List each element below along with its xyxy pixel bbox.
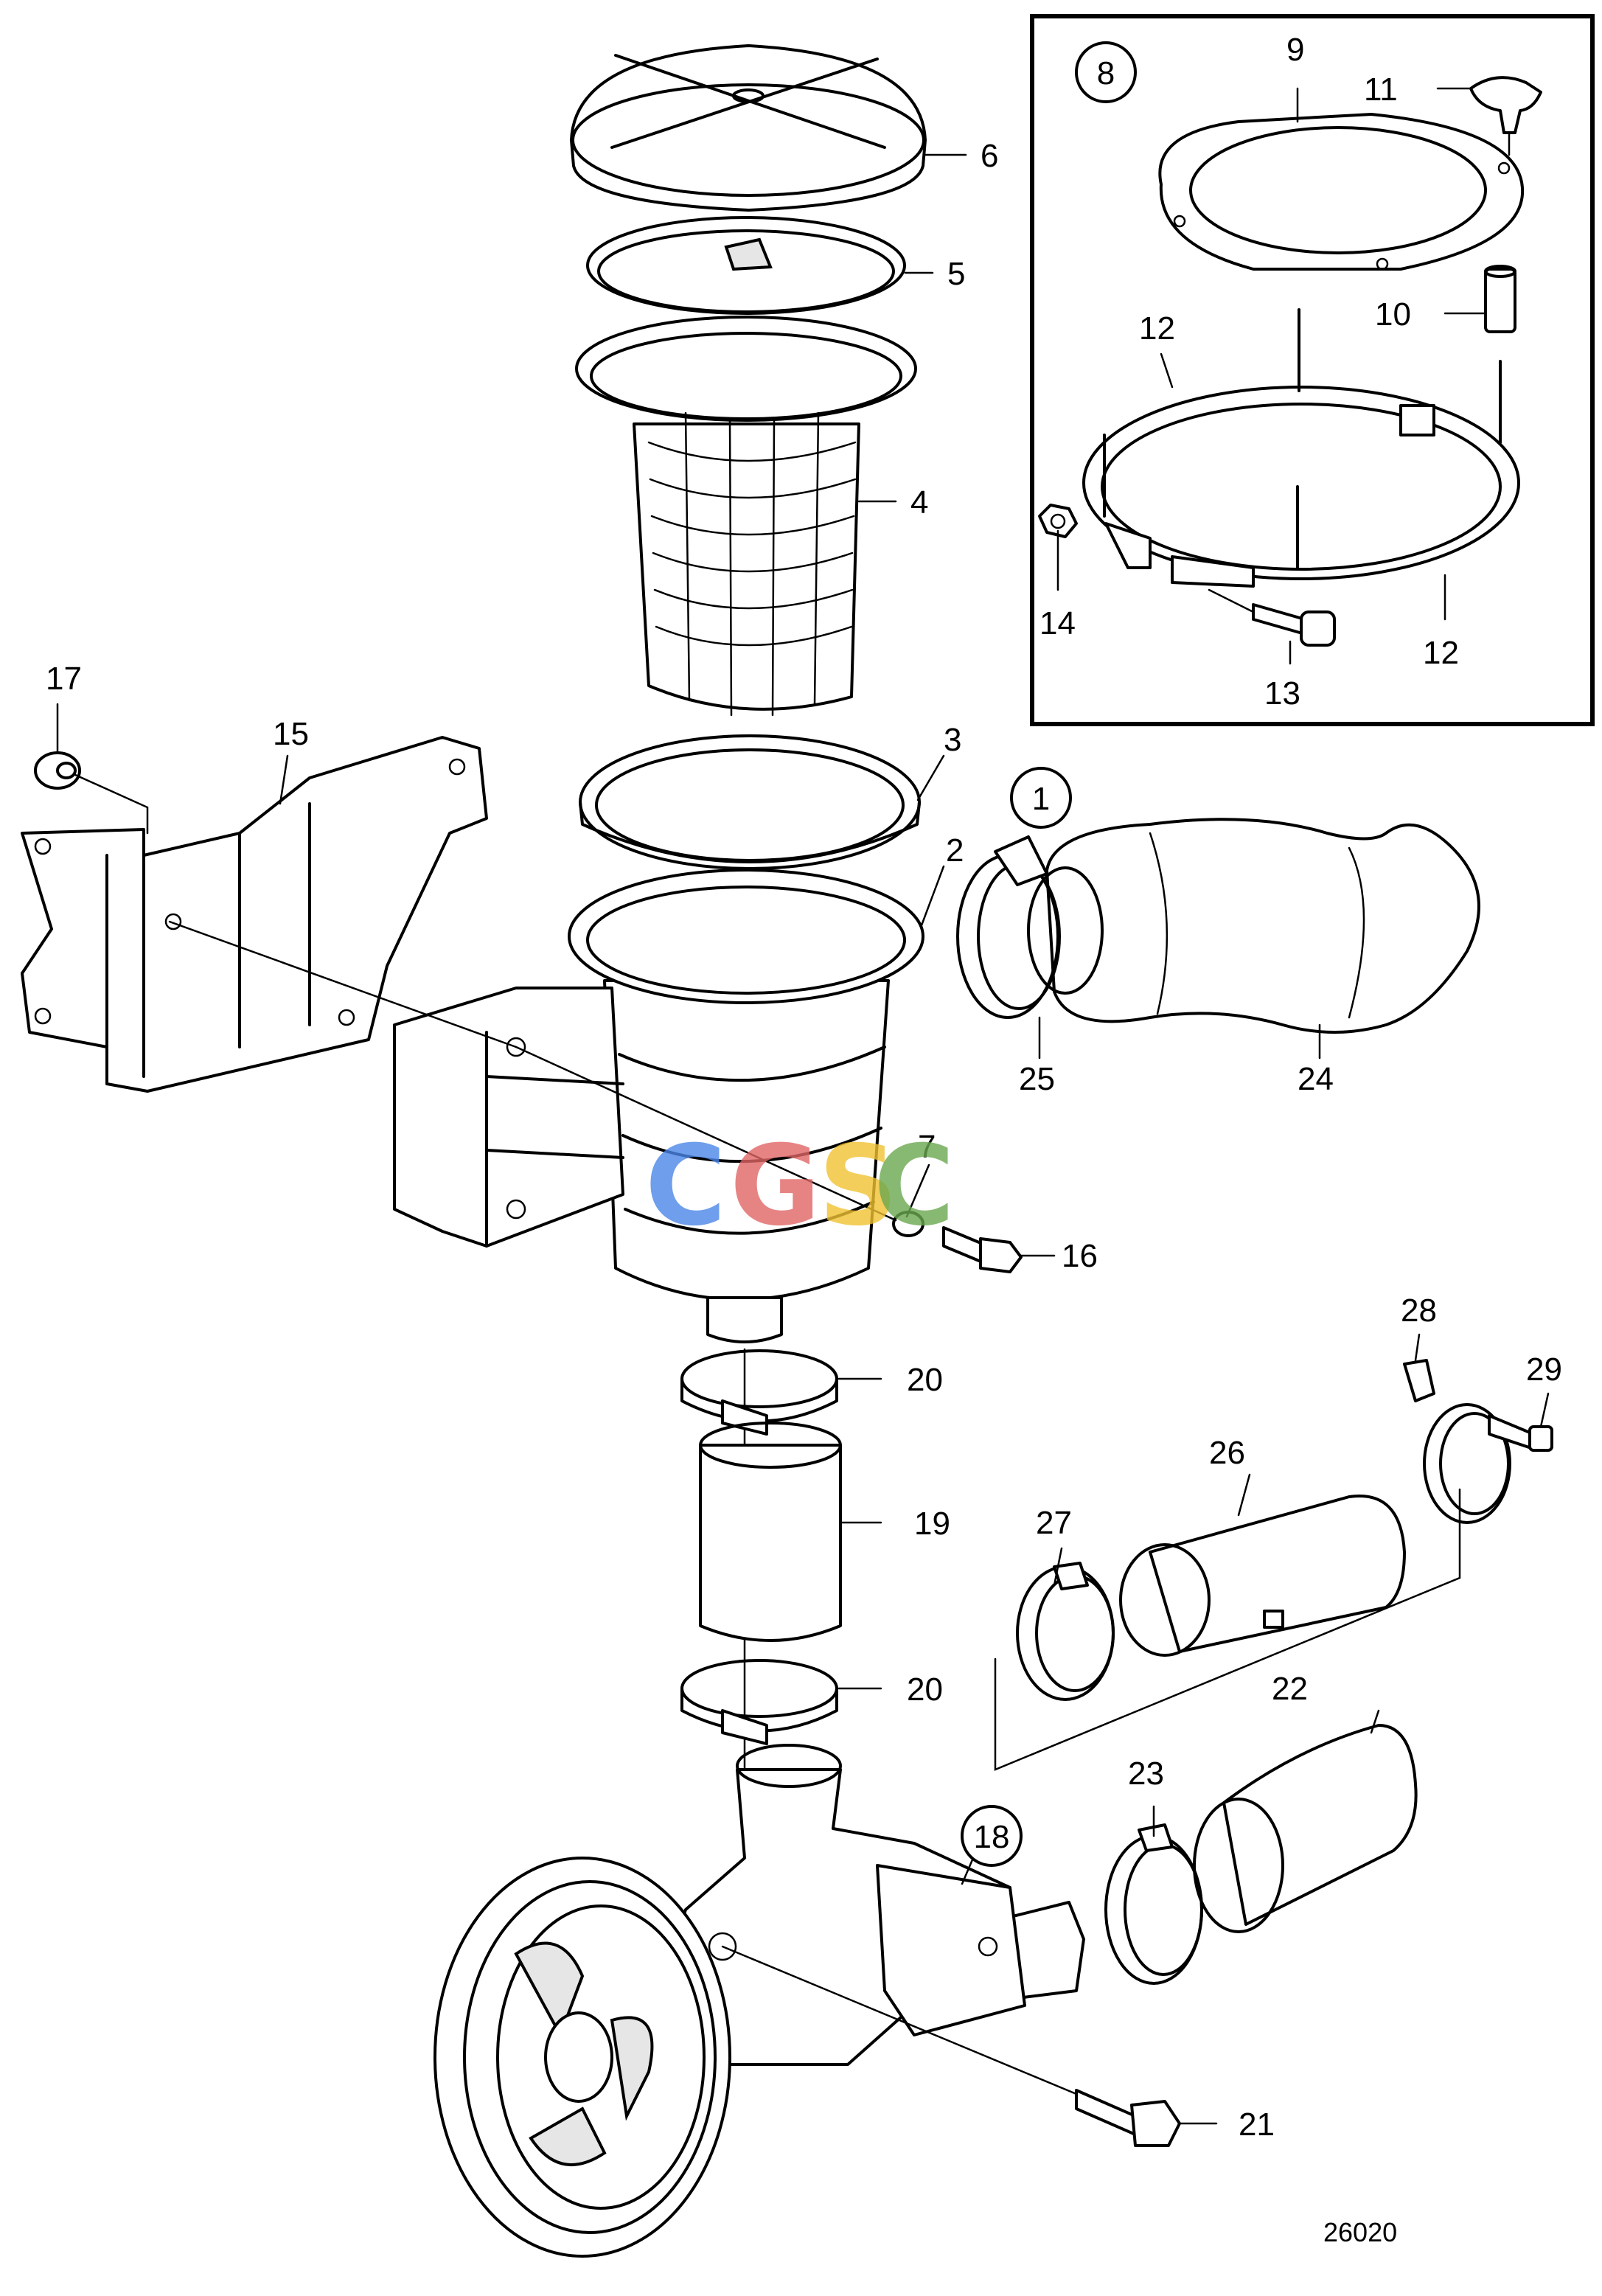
label-25: 25 bbox=[1019, 1061, 1055, 1097]
label-4: 4 bbox=[910, 484, 928, 521]
group-bracket-drawing bbox=[994, 1488, 1461, 1771]
watermark: C G S C bbox=[645, 1122, 955, 1250]
clamp-20a-drawing bbox=[680, 1349, 838, 1436]
watermark-c2: C bbox=[874, 1122, 955, 1250]
clamp-23-drawing bbox=[1104, 1823, 1203, 1985]
washer-17-drawing bbox=[34, 751, 149, 835]
label-26: 26 bbox=[1209, 1435, 1245, 1471]
leader-lines bbox=[56, 87, 1550, 2125]
badge-8-text: 8 bbox=[1097, 55, 1115, 91]
label-12b: 12 bbox=[1423, 635, 1459, 671]
bolt-13-drawing bbox=[1208, 588, 1336, 647]
label-5: 5 bbox=[947, 256, 965, 292]
bolt-16-drawing bbox=[168, 920, 1023, 1273]
label-23: 23 bbox=[1128, 1756, 1164, 1792]
label-11: 11 bbox=[1364, 72, 1398, 108]
clamp-27-drawing bbox=[1016, 1562, 1115, 1701]
label-12a: 12 bbox=[1139, 310, 1175, 347]
label-3: 3 bbox=[944, 722, 961, 758]
housing-2-drawing bbox=[568, 869, 924, 1343]
label-15: 15 bbox=[273, 716, 309, 752]
label-20a: 20 bbox=[907, 1362, 943, 1398]
label-2: 2 bbox=[946, 832, 964, 869]
basket-4-drawing bbox=[575, 316, 917, 717]
label-24: 24 bbox=[1298, 1061, 1334, 1097]
label-21: 21 bbox=[1239, 2107, 1275, 2143]
pulley-drawing bbox=[433, 1857, 731, 2258]
label-29: 29 bbox=[1526, 1351, 1562, 1388]
spacer-10-drawing bbox=[1484, 265, 1516, 333]
knob-11-drawing bbox=[1469, 76, 1542, 156]
inset-box bbox=[1030, 14, 1595, 726]
studs-drawing bbox=[1103, 308, 1502, 569]
hose-24-drawing bbox=[1027, 818, 1480, 1034]
clamp-20b-drawing bbox=[680, 1659, 838, 1745]
label-14: 14 bbox=[1039, 605, 1076, 641]
drawing-number: 26020 bbox=[1323, 2217, 1397, 2247]
badge-1-text: 1 bbox=[1032, 781, 1050, 817]
badge-8: 8 bbox=[1075, 41, 1137, 103]
cover-6-drawing bbox=[570, 44, 927, 212]
badge-1: 1 bbox=[1010, 767, 1072, 829]
watermark-g: G bbox=[730, 1122, 821, 1250]
badge-18: 18 bbox=[961, 1805, 1023, 1867]
ring-3-drawing bbox=[579, 734, 921, 870]
hose-26-drawing bbox=[1119, 1494, 1406, 1657]
label-16: 16 bbox=[1062, 1238, 1098, 1274]
watermark-s: S bbox=[818, 1122, 898, 1250]
bolt-21-drawing bbox=[721, 1945, 1181, 2147]
label-9: 9 bbox=[1286, 32, 1304, 68]
label-27: 27 bbox=[1036, 1505, 1072, 1541]
label-19: 19 bbox=[914, 1506, 950, 1542]
nut-14-drawing bbox=[1038, 504, 1078, 538]
watermark-c1: C bbox=[645, 1122, 726, 1250]
pump-18-drawing bbox=[662, 1744, 1085, 2066]
label-28: 28 bbox=[1401, 1293, 1437, 1329]
bracket-15-drawing bbox=[21, 736, 488, 1093]
lid-5-drawing bbox=[586, 216, 906, 315]
hose-19-drawing bbox=[699, 1422, 842, 1642]
label-10: 10 bbox=[1375, 296, 1411, 333]
label-6: 6 bbox=[981, 138, 998, 174]
part-labels: 6 5 4 3 2 7 16 15 17 25 24 20 19 20 21 2… bbox=[46, 32, 1562, 2143]
label-13: 13 bbox=[1264, 675, 1300, 712]
clamp-25-drawing bbox=[956, 835, 1061, 1019]
ring-12-drawing bbox=[1082, 386, 1520, 588]
hose-22-drawing bbox=[1193, 1724, 1418, 1933]
label-17: 17 bbox=[46, 661, 82, 697]
clamp-28-drawing bbox=[1403, 1359, 1553, 1524]
plate-9-drawing bbox=[1158, 113, 1525, 271]
badge-18-text: 18 bbox=[974, 1819, 1010, 1855]
housing-bracket-drawing bbox=[393, 987, 624, 1248]
label-22: 22 bbox=[1272, 1671, 1308, 1707]
label-7: 7 bbox=[918, 1129, 936, 1165]
label-20b: 20 bbox=[907, 1671, 943, 1708]
